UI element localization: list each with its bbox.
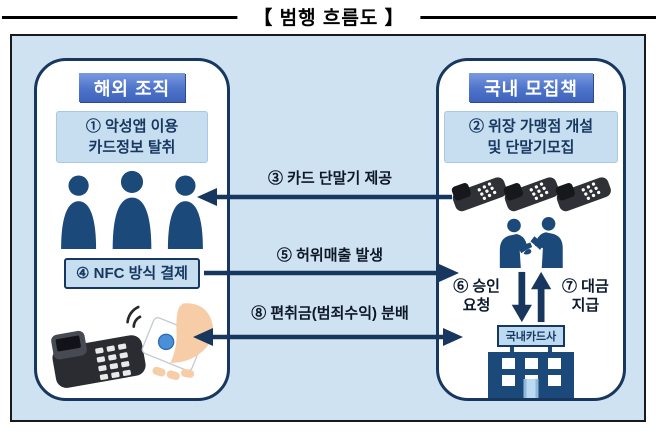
flow3-label: ③ 카드 단말기 제공 [267, 170, 393, 187]
nfc-tap-payment-icon [51, 303, 213, 389]
bank-sign: 국내카드사 [496, 325, 566, 347]
step6-label: ⑥ 승인 요청 [453, 278, 500, 314]
domestic-recruiter-box: 국내 모집책 ② 위장 가맹점 개설 및 단말기모집 [436, 58, 626, 401]
card-terminal-icon [555, 177, 611, 212]
approval-down-payment-up-arrows-icon [511, 271, 552, 323]
flow3-arrow-left-icon [197, 188, 452, 206]
card-terminal-icon [503, 177, 559, 212]
step1-label: ① 악성앱 이용 카드정보 탈취 [56, 111, 208, 163]
step4-label: ④ NFC 방식 결제 [64, 258, 200, 290]
card-company-building-icon: 국내카드사 [488, 325, 574, 398]
overseas-org-box: 해외 조직 ① 악성앱 이용 카드정보 탈취 ④ NFC 방식 결제 [34, 58, 230, 401]
three-card-terminals-icon [451, 167, 611, 217]
overseas-org-header: 해외 조직 [78, 73, 186, 102]
flow8-arrow-double-icon [193, 328, 463, 346]
approval-payment-row: ⑥ 승인 요청 ⑦ 대금 지급 [453, 270, 609, 324]
bank-sign-posts [510, 347, 552, 352]
bank-body [488, 352, 574, 398]
diagram-title: 【 범행 흐름도 】 [237, 3, 421, 30]
step2-label: ② 위장 가맹점 개설 및 단말기모집 [444, 111, 618, 163]
flow5-label: ⑤ 허위매출 발생 [276, 247, 384, 264]
flow5-arrow-right-icon [204, 264, 459, 282]
card-terminal-icon [451, 177, 507, 212]
two-people-talking-icon [499, 217, 563, 268]
flow-panel: 해외 조직 ① 악성앱 이용 카드정보 탈취 ④ NFC 방식 결제 [10, 34, 646, 422]
domestic-recruiter-header: 국내 모집책 [469, 73, 593, 102]
step7-label: ⑦ 대금 지급 [562, 278, 609, 314]
three-person-silhouettes-icon [61, 170, 203, 250]
flow8-label: ⑧ 편취금(범죄수익) 분배 [251, 305, 409, 322]
bank-door [523, 379, 539, 398]
